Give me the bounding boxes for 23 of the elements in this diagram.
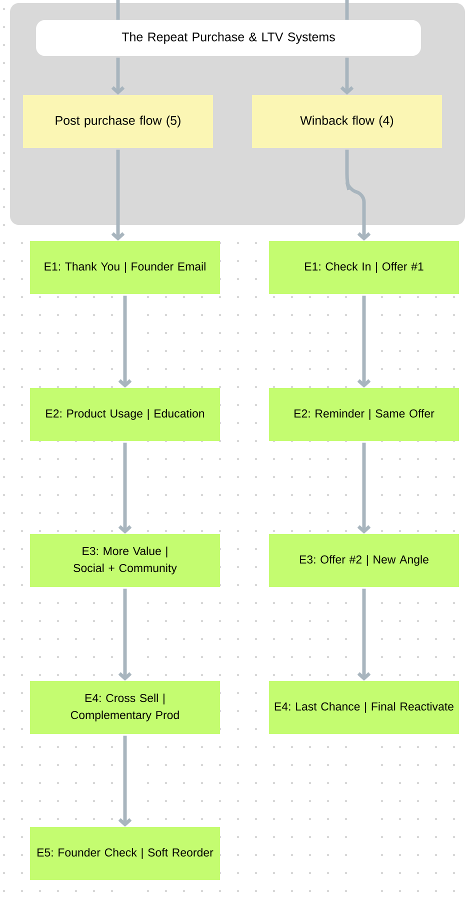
email-step-box: E1: Check In | Offer #1 <box>269 241 459 294</box>
arrow <box>118 296 132 388</box>
arrow <box>357 588 371 681</box>
email-step-box: E1: Thank You | Founder Email <box>30 241 220 294</box>
arrow <box>118 588 132 681</box>
email-step-box: E3: Offer #2 | New Angle <box>269 534 459 587</box>
arrow <box>357 296 371 388</box>
email-step-box: E5: Founder Check | Soft Reorder <box>30 827 220 880</box>
email-step-box: E4: Last Chance | Final Reactivate <box>269 681 459 734</box>
email-step-box: E4: Cross Sell | Complementary Prod <box>30 681 220 734</box>
email-step-box: E3: More Value | Social + Community <box>30 534 220 587</box>
arrow <box>340 58 354 95</box>
arrow <box>118 736 132 827</box>
flow-box: Post purchase flow (5) <box>23 95 213 148</box>
arrow <box>111 58 125 95</box>
email-step-box: E2: Reminder | Same Offer <box>269 388 459 441</box>
arrow <box>111 150 125 241</box>
arrow <box>118 442 132 534</box>
arrow <box>345 150 371 241</box>
arrow <box>357 442 371 534</box>
flow-box: Winback flow (4) <box>252 95 442 148</box>
email-step-box: E2: Product Usage | Education <box>30 388 220 441</box>
title-box: The Repeat Purchase & LTV Systems <box>36 20 421 56</box>
